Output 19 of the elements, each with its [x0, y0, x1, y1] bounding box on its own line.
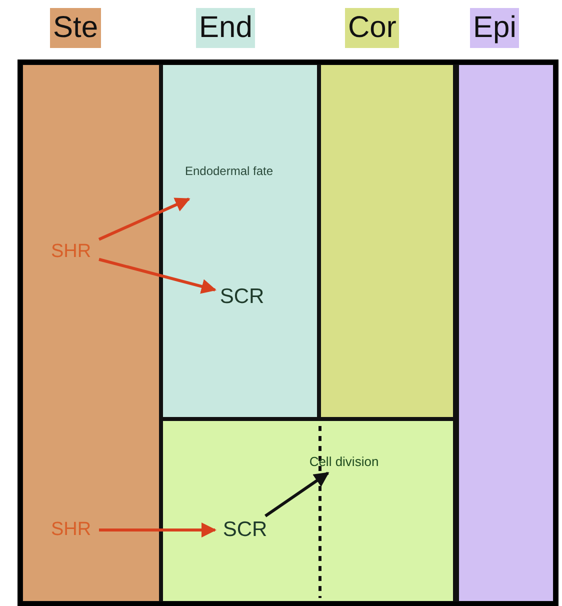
fate-label: Endodermal fate [179, 163, 279, 199]
arrow [98, 198, 190, 241]
gene-label: SHR [43, 239, 99, 265]
gene-label: SCR [215, 516, 275, 544]
cortex-region [318, 62, 456, 420]
endodermis-region [160, 62, 320, 420]
arrow [99, 522, 216, 538]
initial-cell-region [160, 418, 456, 604]
arrow [264, 472, 330, 518]
tissue-header: Ste [50, 8, 102, 48]
tissue-header: Epi [470, 8, 520, 48]
tissue-header: End [196, 8, 256, 48]
gene-label: SCR [215, 283, 269, 311]
tissue-header: Cor [345, 8, 400, 48]
arrow [98, 258, 216, 294]
stele-region [20, 62, 162, 604]
epidermis-region [456, 62, 556, 604]
gene-label: SHR [43, 517, 99, 543]
process-label: Cell division [277, 451, 411, 473]
